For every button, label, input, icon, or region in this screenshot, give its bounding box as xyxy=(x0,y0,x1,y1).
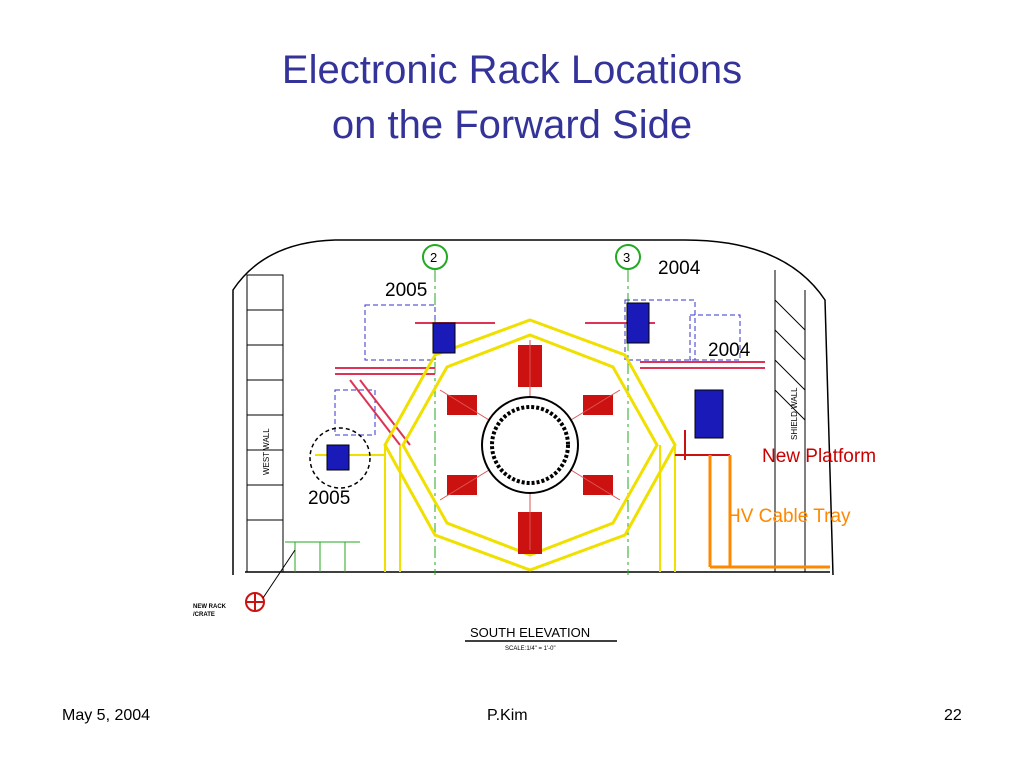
new-rack-label-2: /CRATE xyxy=(193,612,215,618)
year-label-2004-top: 2004 xyxy=(658,258,701,279)
hv-cable-tray xyxy=(708,455,830,569)
west-wall xyxy=(246,274,284,573)
south-elevation-drawing: WEST WALL SHIELD WALL 2 3 xyxy=(193,239,834,652)
barrel-outer xyxy=(481,396,579,494)
new-rack-label-1: NEW RACK xyxy=(193,604,227,610)
column-3-marker xyxy=(615,244,641,270)
new-platform xyxy=(675,430,730,460)
blue-racks xyxy=(326,302,724,471)
column-3-label: 3 xyxy=(623,250,630,265)
detector-hexagon xyxy=(383,318,677,572)
column-2-label: 2 xyxy=(430,250,437,265)
year-label-2004-right: 2004 xyxy=(708,340,751,361)
south-elevation-caption: SOUTH ELEVATION xyxy=(470,625,590,640)
year-label-2005-left: 2005 xyxy=(308,488,351,509)
year-label-2005-top: 2005 xyxy=(385,280,428,301)
column-2-marker xyxy=(422,244,448,270)
footer-date: May 5, 2004 xyxy=(62,707,151,724)
scale-caption: SCALE:1/4" = 1'-0" xyxy=(505,646,556,652)
rack-outlines xyxy=(334,299,741,436)
shield-wall xyxy=(774,270,806,572)
shield-wall-label: SHIELD WALL xyxy=(790,387,799,440)
footer-page-number: 22 xyxy=(944,707,962,724)
new-platform-label: New Platform xyxy=(762,446,877,467)
left-rack-highlight xyxy=(309,427,371,489)
slide-title-line2: on the Forward Side xyxy=(331,103,693,147)
slide-title-line1: Electronic Rack Locations xyxy=(281,48,743,92)
detector-supports xyxy=(315,445,715,572)
footer-author: P.Kim xyxy=(487,707,528,724)
barrel-inner xyxy=(490,405,570,485)
floor-railing xyxy=(285,541,360,572)
hv-cable-tray-label: HV Cable Tray xyxy=(727,506,851,527)
hall-outline xyxy=(232,239,834,576)
west-wall-label: WEST WALL xyxy=(262,428,271,475)
